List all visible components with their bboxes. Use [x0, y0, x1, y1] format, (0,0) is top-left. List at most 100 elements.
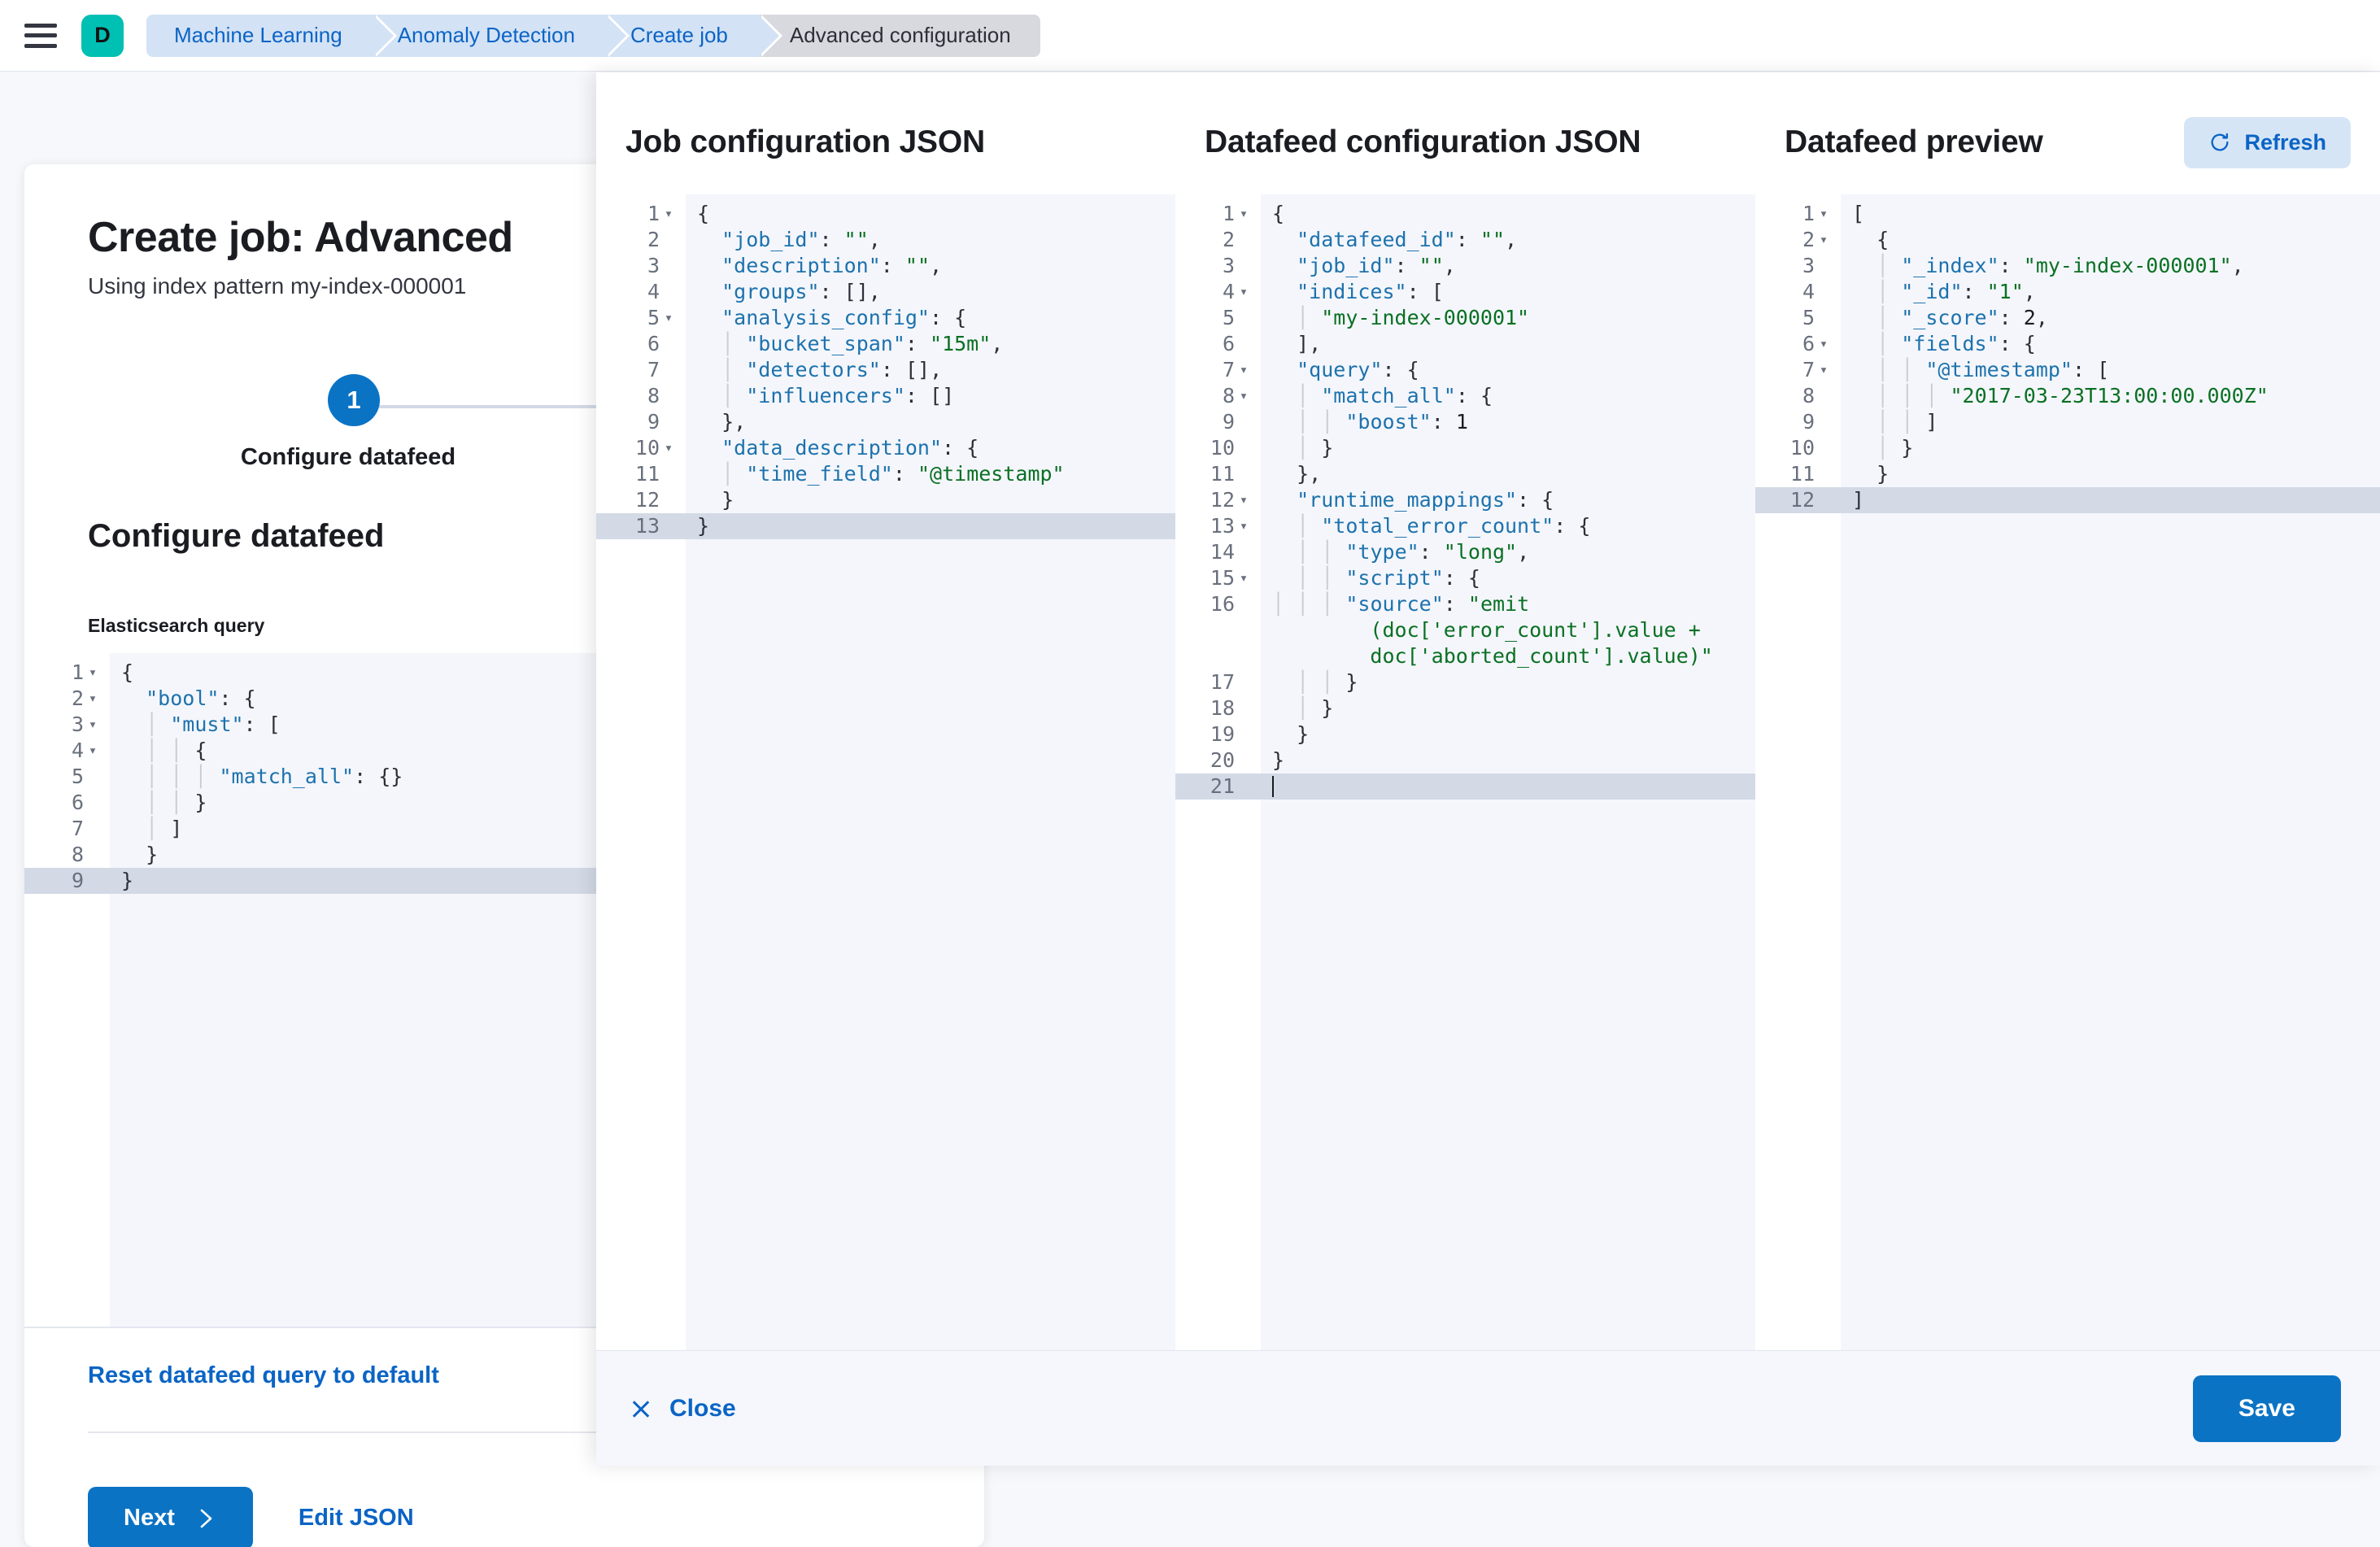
code-line-12[interactable]: } — [721, 488, 734, 512]
code-line-11[interactable]: │ "time_field": "@timestamp" — [721, 462, 1065, 486]
line-number-17[interactable]: 17 — [1210, 670, 1235, 694]
line-number-7[interactable]: 7▾ — [1802, 358, 1829, 381]
line-number-21[interactable]: 21 — [1175, 774, 1261, 800]
line-number-12[interactable]: 12 — [634, 488, 660, 512]
line-number-7[interactable]: 7 — [647, 358, 660, 381]
line-number-3[interactable]: 3 — [647, 254, 660, 277]
line-number-6[interactable]: 6 — [1222, 332, 1235, 355]
line-number-8[interactable]: 8 — [647, 384, 660, 407]
line-number-2[interactable]: 2 — [1222, 228, 1235, 251]
line-number-9[interactable]: 9 — [1802, 410, 1815, 434]
code-line-1[interactable]: [ — [1852, 202, 1865, 225]
code-line-11[interactable]: }, — [1297, 462, 1322, 486]
code-line-1[interactable]: { — [1272, 202, 1285, 225]
code-line-13[interactable]: │ "total_error_count": { — [1297, 514, 1591, 538]
code-line-15[interactable]: │ │ "script": { — [1297, 566, 1480, 590]
line-number-8[interactable]: 8▾ — [1222, 384, 1249, 407]
code-line-12[interactable]: "runtime_mappings": { — [1297, 488, 1554, 512]
line-number-3[interactable]: 3▾ — [71, 712, 98, 736]
save-button[interactable]: Save — [2192, 1375, 2341, 1442]
code-line-4[interactable]: "indices": [ — [1297, 280, 1444, 303]
code-line-9[interactable]: }, — [721, 410, 747, 434]
line-number-10[interactable]: 10▾ — [634, 436, 673, 460]
code-line-20[interactable]: } — [1272, 748, 1285, 772]
code-line-6[interactable]: │ │ } — [146, 791, 207, 814]
line-number-1[interactable]: 1▾ — [71, 660, 98, 684]
editor-code-area[interactable]: { "job_id": "", "description": "", "grou… — [686, 194, 1175, 1350]
breadcrumb-item-0[interactable]: Machine Learning — [146, 14, 397, 57]
edit-json-button[interactable]: Edit JSON — [298, 1505, 414, 1531]
line-number-12[interactable]: 12 — [1755, 487, 1841, 513]
line-number-7[interactable]: 7 — [71, 817, 84, 840]
code-line-19[interactable]: } — [1297, 722, 1310, 746]
code-line-14[interactable]: │ │ "type": "long", — [1297, 540, 1530, 564]
line-number-13[interactable]: 13▾ — [1210, 514, 1249, 538]
code-line-4[interactable]: "groups": [], — [721, 280, 881, 303]
line-number-9[interactable]: 9 — [24, 868, 110, 894]
code-line-21[interactable] — [1261, 774, 1755, 800]
line-number-3[interactable]: 3 — [1802, 254, 1815, 277]
line-number-5[interactable]: 5 — [1222, 306, 1235, 329]
code-line-8[interactable]: │ │ │ "2017-03-23T13:00:00.000Z" — [1877, 384, 2269, 407]
code-line-13[interactable]: } — [686, 513, 1175, 539]
next-button[interactable]: Next — [88, 1487, 253, 1547]
line-number-3[interactable]: 3 — [1222, 254, 1235, 277]
line-number-5[interactable]: 5 — [1802, 306, 1815, 329]
code-line-18[interactable]: │ } — [1297, 696, 1334, 720]
editor-code-area[interactable]: { "datafeed_id": "", "job_id": "", "indi… — [1261, 194, 1755, 1350]
code-line-11[interactable]: } — [1877, 462, 1890, 486]
line-number-2[interactable]: 2▾ — [71, 686, 98, 710]
code-line-9[interactable]: │ │ ] — [1877, 410, 1938, 434]
line-number-19[interactable]: 19 — [1210, 722, 1235, 746]
editor-code-area[interactable]: { "bool": { │ "must": [ │ │ { │ │ │ "mat… — [110, 653, 984, 1327]
code-line-8[interactable]: │ "match_all": { — [1297, 384, 1493, 407]
code-line-3[interactable]: │ "_index": "my-index-000001", — [1877, 254, 2244, 277]
code-line-5[interactable]: │ "my-index-000001" — [1297, 306, 1530, 329]
line-number-1[interactable]: 1▾ — [1222, 202, 1249, 225]
line-number-9[interactable]: 9 — [1222, 410, 1235, 434]
code-line-2[interactable]: "bool": { — [146, 686, 256, 710]
breadcrumb-item-1[interactable]: Anomaly Detection — [373, 14, 630, 57]
line-number-6[interactable]: 6 — [647, 332, 660, 355]
code-line-6[interactable]: │ "fields": { — [1877, 332, 2036, 355]
line-number-11[interactable]: 11 — [634, 462, 660, 486]
line-number-6[interactable]: 6▾ — [1802, 332, 1829, 355]
code-line-10[interactable]: "data_description": { — [721, 436, 979, 460]
line-number-2[interactable]: 2▾ — [1802, 228, 1829, 251]
line-number-5[interactable]: 5 — [71, 765, 84, 788]
line-number-9[interactable]: 9 — [647, 410, 660, 434]
line-number-2[interactable]: 2 — [647, 228, 660, 251]
line-number-10[interactable]: 10 — [1789, 436, 1815, 460]
code-line-10[interactable]: │ } — [1297, 436, 1334, 460]
step-indicator-1[interactable]: 1 — [328, 374, 380, 426]
code-line-2[interactable]: "datafeed_id": "", — [1297, 228, 1518, 251]
line-number-1[interactable]: 1▾ — [647, 202, 673, 225]
code-line-5[interactable]: │ "_score": 2, — [1877, 306, 2048, 329]
line-number-6[interactable]: 6 — [71, 791, 84, 814]
code-line-8[interactable]: │ "influencers": [] — [721, 384, 955, 407]
refresh-button[interactable]: Refresh — [2184, 116, 2351, 168]
code-line-5[interactable]: "analysis_config": { — [721, 306, 967, 329]
code-line-17[interactable]: │ │ } — [1297, 670, 1358, 694]
line-number-11[interactable]: 11 — [1210, 462, 1235, 486]
line-number-18[interactable]: 18 — [1210, 696, 1235, 720]
line-number-4[interactable]: 4 — [1802, 280, 1815, 303]
line-number-8[interactable]: 8 — [71, 843, 84, 866]
breadcrumb-item-2[interactable]: Create job — [605, 14, 782, 57]
line-number-11[interactable]: 11 — [1789, 462, 1815, 486]
line-number-8[interactable]: 8 — [1802, 384, 1815, 407]
code-line-7[interactable]: │ ] — [146, 817, 183, 840]
line-number-20[interactable]: 20 — [1210, 748, 1235, 772]
code-line-10[interactable]: │ } — [1877, 436, 1914, 460]
code-line-2[interactable]: { — [1877, 228, 1890, 251]
line-number-1[interactable]: 1▾ — [1802, 202, 1829, 225]
line-number-4[interactable]: 4 — [647, 280, 660, 303]
code-line-4[interactable]: │ │ { — [146, 739, 207, 762]
code-line-4[interactable]: │ "_id": "1", — [1877, 280, 2036, 303]
code-line-5[interactable]: │ │ │ "match_all": {} — [146, 765, 403, 788]
code-line-6[interactable]: │ "bucket_span": "15m", — [721, 332, 1004, 355]
line-number-15[interactable]: 15▾ — [1210, 566, 1249, 590]
